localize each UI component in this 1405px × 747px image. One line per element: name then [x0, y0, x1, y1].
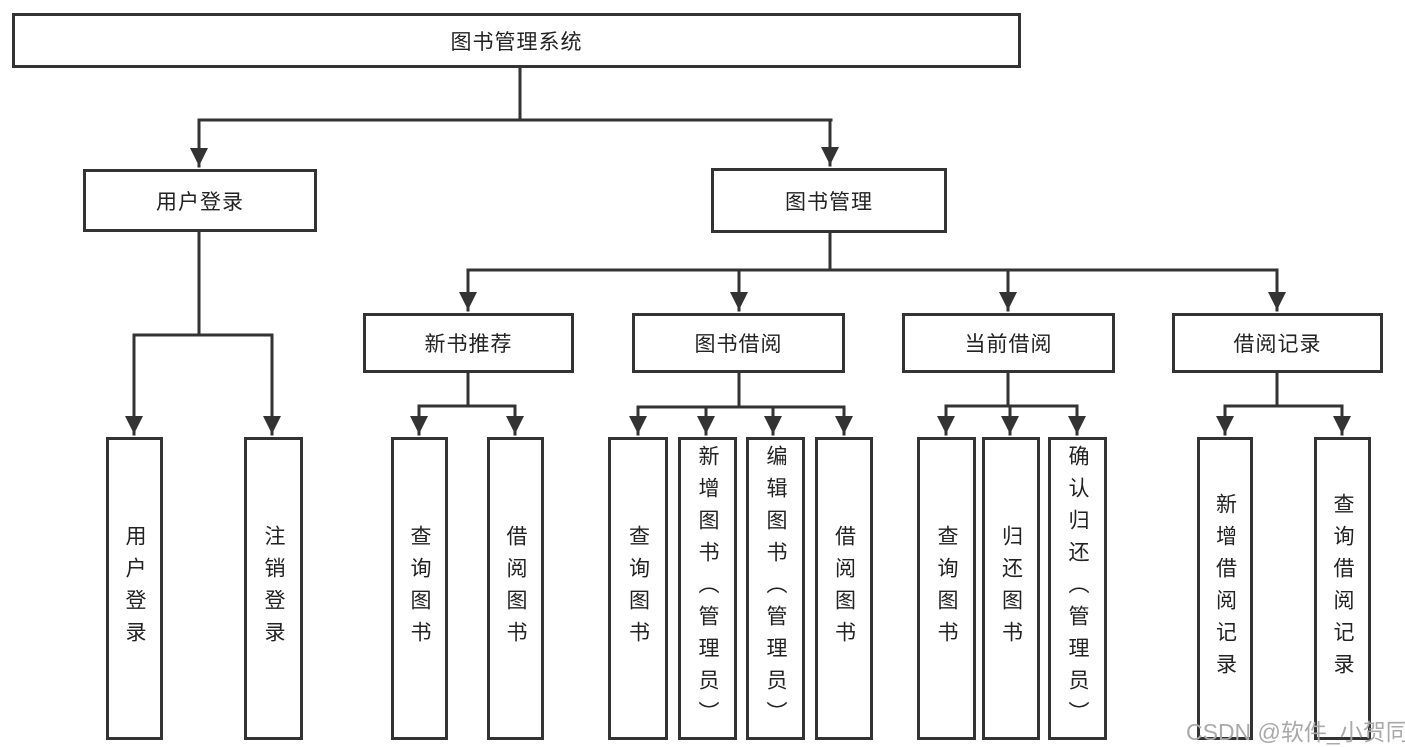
- leaf-query-books-current-label: 查询图书: [935, 524, 958, 653]
- leaf-add-book-admin-label: 新增图书（管理员）: [696, 444, 719, 733]
- node-user-login-label: 用户登录: [156, 190, 244, 214]
- node-current-borrowing-label: 当前借阅: [964, 333, 1053, 356]
- node-new-book-recommend-label: 新书推荐: [424, 333, 513, 356]
- leaf-edit-book-admin: 编辑图书（管理员）: [746, 437, 805, 740]
- leaf-borrow-books-label: 借阅图书: [832, 524, 856, 653]
- leaf-query-borrow-record-label: 查询借阅记录: [1331, 492, 1354, 685]
- leaf-query-books-recommend-label: 查询图书: [408, 524, 431, 653]
- leaf-logout-label: 注销登录: [262, 524, 285, 653]
- leaf-return-book-label: 归还图书: [999, 524, 1023, 653]
- leaf-query-books-borrowing-label: 查询图书: [626, 524, 650, 653]
- node-borrowing-records: 借阅记录: [1172, 313, 1383, 373]
- leaf-logout: 注销登录: [244, 437, 303, 740]
- leaf-borrow-books: 借阅图书: [815, 437, 873, 740]
- leaf-user-login-label: 用户登录: [123, 524, 146, 653]
- leaf-query-borrow-record: 查询借阅记录: [1314, 437, 1371, 740]
- node-new-book-recommend: 新书推荐: [363, 313, 574, 373]
- leaf-borrow-books-recommend: 借阅图书: [487, 437, 544, 740]
- leaf-borrow-books-recommend-label: 借阅图书: [504, 524, 527, 653]
- node-book-management: 图书管理: [711, 168, 947, 233]
- node-book-management-label: 图书管理: [785, 190, 873, 214]
- leaf-query-books-current: 查询图书: [917, 437, 976, 740]
- csdn-watermark: CSDN @软件_小贺同学: [1186, 719, 1405, 745]
- node-book-borrowing-label: 图书借阅: [694, 333, 783, 356]
- leaf-edit-book-admin-label: 编辑图书（管理员）: [764, 444, 787, 733]
- node-borrowing-records-label: 借阅记录: [1233, 333, 1322, 356]
- leaf-query-books-recommend: 查询图书: [391, 437, 448, 740]
- leaf-return-book: 归还图书: [982, 437, 1040, 740]
- node-root-label: 图书管理系统: [450, 30, 583, 54]
- node-current-borrowing: 当前借阅: [902, 313, 1115, 373]
- leaf-user-login: 用户登录: [106, 437, 163, 740]
- leaf-confirm-return-admin: 确认归还（管理员）: [1048, 437, 1107, 740]
- leaf-add-book-admin: 新增图书（管理员）: [678, 437, 737, 740]
- leaf-add-borrow-record-label: 新增借阅记录: [1213, 492, 1237, 685]
- node-root: 图书管理系统: [12, 13, 1021, 68]
- node-book-borrowing: 图书借阅: [632, 313, 845, 373]
- leaf-confirm-return-admin-label: 确认归还（管理员）: [1066, 444, 1089, 733]
- leaf-add-borrow-record: 新增借阅记录: [1197, 437, 1253, 740]
- node-user-login: 用户登录: [83, 169, 317, 232]
- leaf-query-books-borrowing: 查询图书: [608, 437, 668, 740]
